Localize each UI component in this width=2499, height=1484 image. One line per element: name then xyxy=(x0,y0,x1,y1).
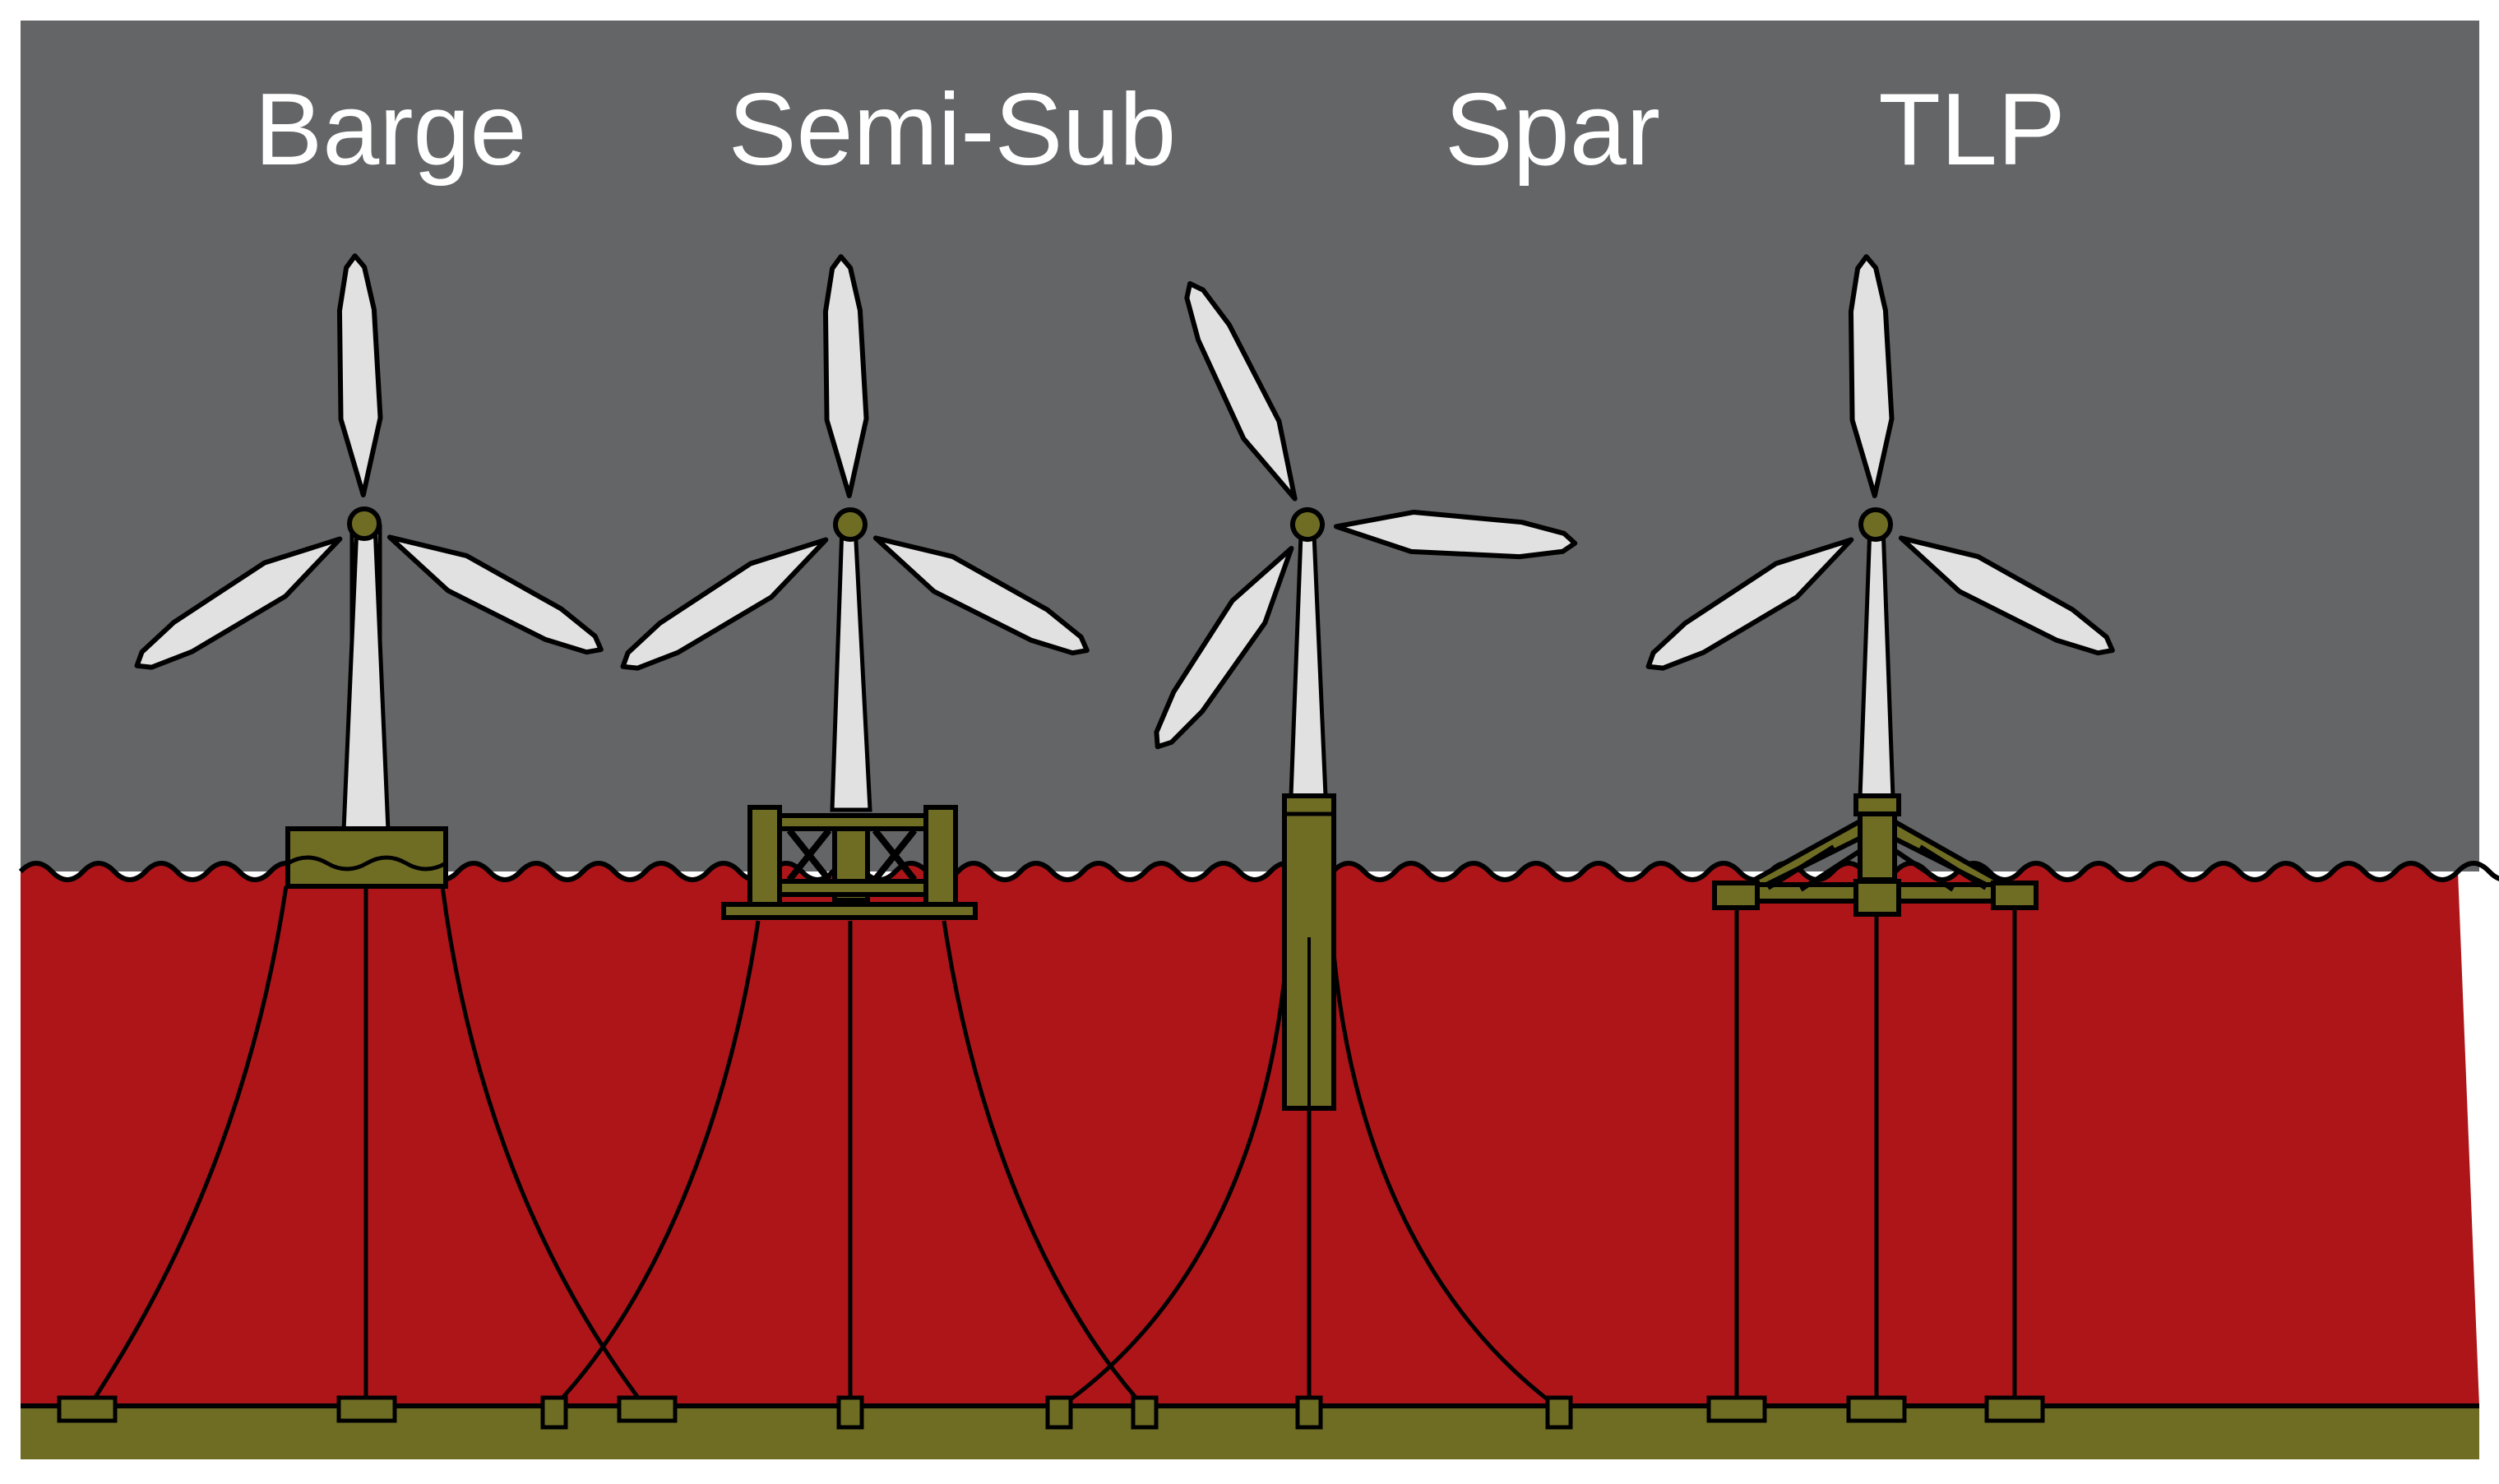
semi-sub-hull xyxy=(721,805,978,920)
semi-sub-anchors xyxy=(540,1395,1159,1430)
spar-turbine: Spar xyxy=(981,73,1660,1430)
spar-anchors xyxy=(1045,1395,1573,1430)
barge-anchors xyxy=(57,1395,678,1423)
tlp-hull xyxy=(1712,793,2039,917)
spar-mooring-lines xyxy=(1057,953,1560,1410)
label-semi-sub: Semi-Sub xyxy=(729,73,1176,187)
seabed xyxy=(21,1406,2479,1459)
barge-mooring-lines xyxy=(86,885,647,1409)
barge-turbine: Barge xyxy=(57,73,678,1423)
label-spar: Spar xyxy=(1445,73,1660,187)
tlp-anchors xyxy=(1706,1395,2045,1423)
semi-sub-turbine: Semi-Sub xyxy=(540,73,1176,1430)
tlp-turbine: TLP xyxy=(1638,73,2122,1423)
label-barge: Barge xyxy=(255,73,527,187)
tlp-tendons xyxy=(1734,904,2017,1408)
label-tlp: TLP xyxy=(1878,73,2065,187)
